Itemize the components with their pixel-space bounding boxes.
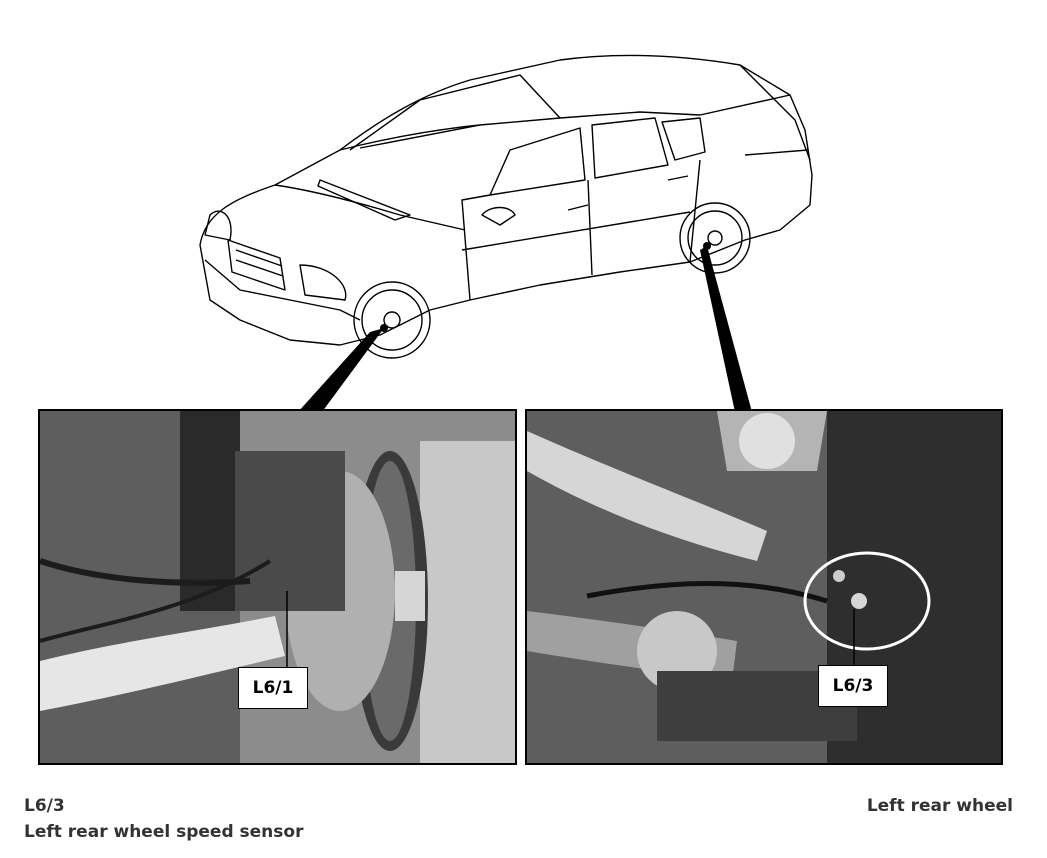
photo-rear-wheel-graphic	[527, 411, 1001, 763]
callout-label-l6-3: L6/3	[818, 665, 888, 707]
photo-front-wheel-hub	[38, 409, 517, 765]
caption-component-name: Left rear wheel speed sensor	[24, 822, 304, 842]
photo-rear-wheel-hub	[525, 409, 1003, 765]
caption-component-code: L6/3	[24, 796, 65, 816]
callout-label-l6-1: L6/1	[238, 667, 308, 709]
car-illustration	[199, 54, 813, 412]
photo-front-wheel-graphic	[40, 411, 515, 763]
caption-location: Left rear wheel	[866, 796, 1013, 816]
